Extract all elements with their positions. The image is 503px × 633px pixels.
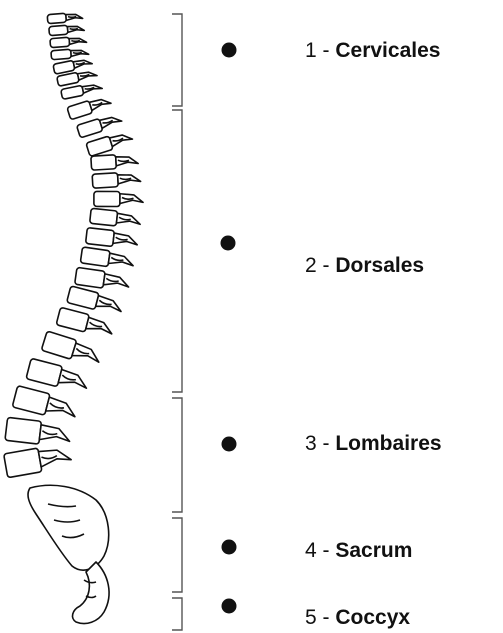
vertebra-body [53,60,75,74]
vertebra-body [86,136,113,157]
vertebra-body [91,155,117,170]
vertebra-body [61,85,84,99]
vertebra [90,208,142,228]
region-bracket [172,398,182,512]
vertebra-body [12,386,50,416]
label-separator: - [317,539,336,562]
label-number: 3 [305,432,317,455]
bullet-dot-dorsales [221,236,236,251]
vertebra [4,443,73,478]
vertebra-body [86,228,115,247]
vertebra-body [67,286,99,310]
bullet-dot-sacrum [222,540,237,555]
vertebra [47,12,83,24]
bullet-dot-cervicales [222,43,237,58]
vertebra-body [94,191,120,206]
vertebra-body [50,37,70,47]
label-name: Sacrum [335,539,412,562]
vertebra [50,36,87,48]
vertebra [56,307,115,338]
vertebra [80,247,134,270]
label-coccyx: 5 - Coccyx [305,607,410,628]
vertebra [94,191,143,206]
vertebra-body [56,307,89,332]
vertebra [75,267,131,291]
vertebra [5,417,72,447]
vertebra-body [92,173,118,188]
label-separator: - [317,254,336,277]
spine-illustration [4,12,143,624]
region-bracket [172,14,182,106]
vertebra-body [5,417,42,444]
vertebra-body [47,13,66,23]
vertebra-body [51,49,71,60]
label-number: 1 [305,39,317,62]
vertebra [49,24,85,36]
vertebra-body [49,25,68,35]
vertebra-body [90,208,118,226]
label-dorsales: 2 - Dorsales [305,255,424,276]
vertebra [86,228,139,250]
vertebra [26,358,90,394]
vertebra-body [77,118,103,137]
label-separator: - [317,606,336,629]
sacrum-shape [28,485,109,570]
vertebra-body [75,267,106,288]
vertebra-body [57,72,80,86]
bullet-dot-lombaires [222,437,237,452]
coccyx-shape [73,562,110,624]
label-number: 2 [305,254,317,277]
label-sacrum: 4 - Sacrum [305,540,412,561]
vertebra [12,386,79,423]
vertebra [91,153,139,170]
label-separator: - [317,39,336,62]
vertebra [51,48,89,60]
label-number: 4 [305,539,317,562]
region-bracket [172,598,182,630]
vertebra-body [67,100,93,119]
label-name: Cervicales [335,39,440,62]
label-separator: - [317,432,336,455]
label-name: Coccyx [335,606,410,629]
vertebra [41,331,103,367]
vertebra-body [4,448,42,478]
region-bracket [172,110,182,392]
vertebra-body [80,247,110,267]
label-name: Dorsales [335,254,424,277]
vertebra-body [26,358,62,386]
region-bracket [172,518,182,592]
label-number: 5 [305,606,317,629]
label-cervicales: 1 - Cervicales [305,40,440,61]
vertebra [67,94,112,119]
label-name: Lombaires [335,432,441,455]
bullet-dot-coccyx [222,599,237,614]
label-lombaires: 3 - Lombaires [305,433,442,454]
vertebra [92,171,141,188]
region-brackets [172,14,182,630]
